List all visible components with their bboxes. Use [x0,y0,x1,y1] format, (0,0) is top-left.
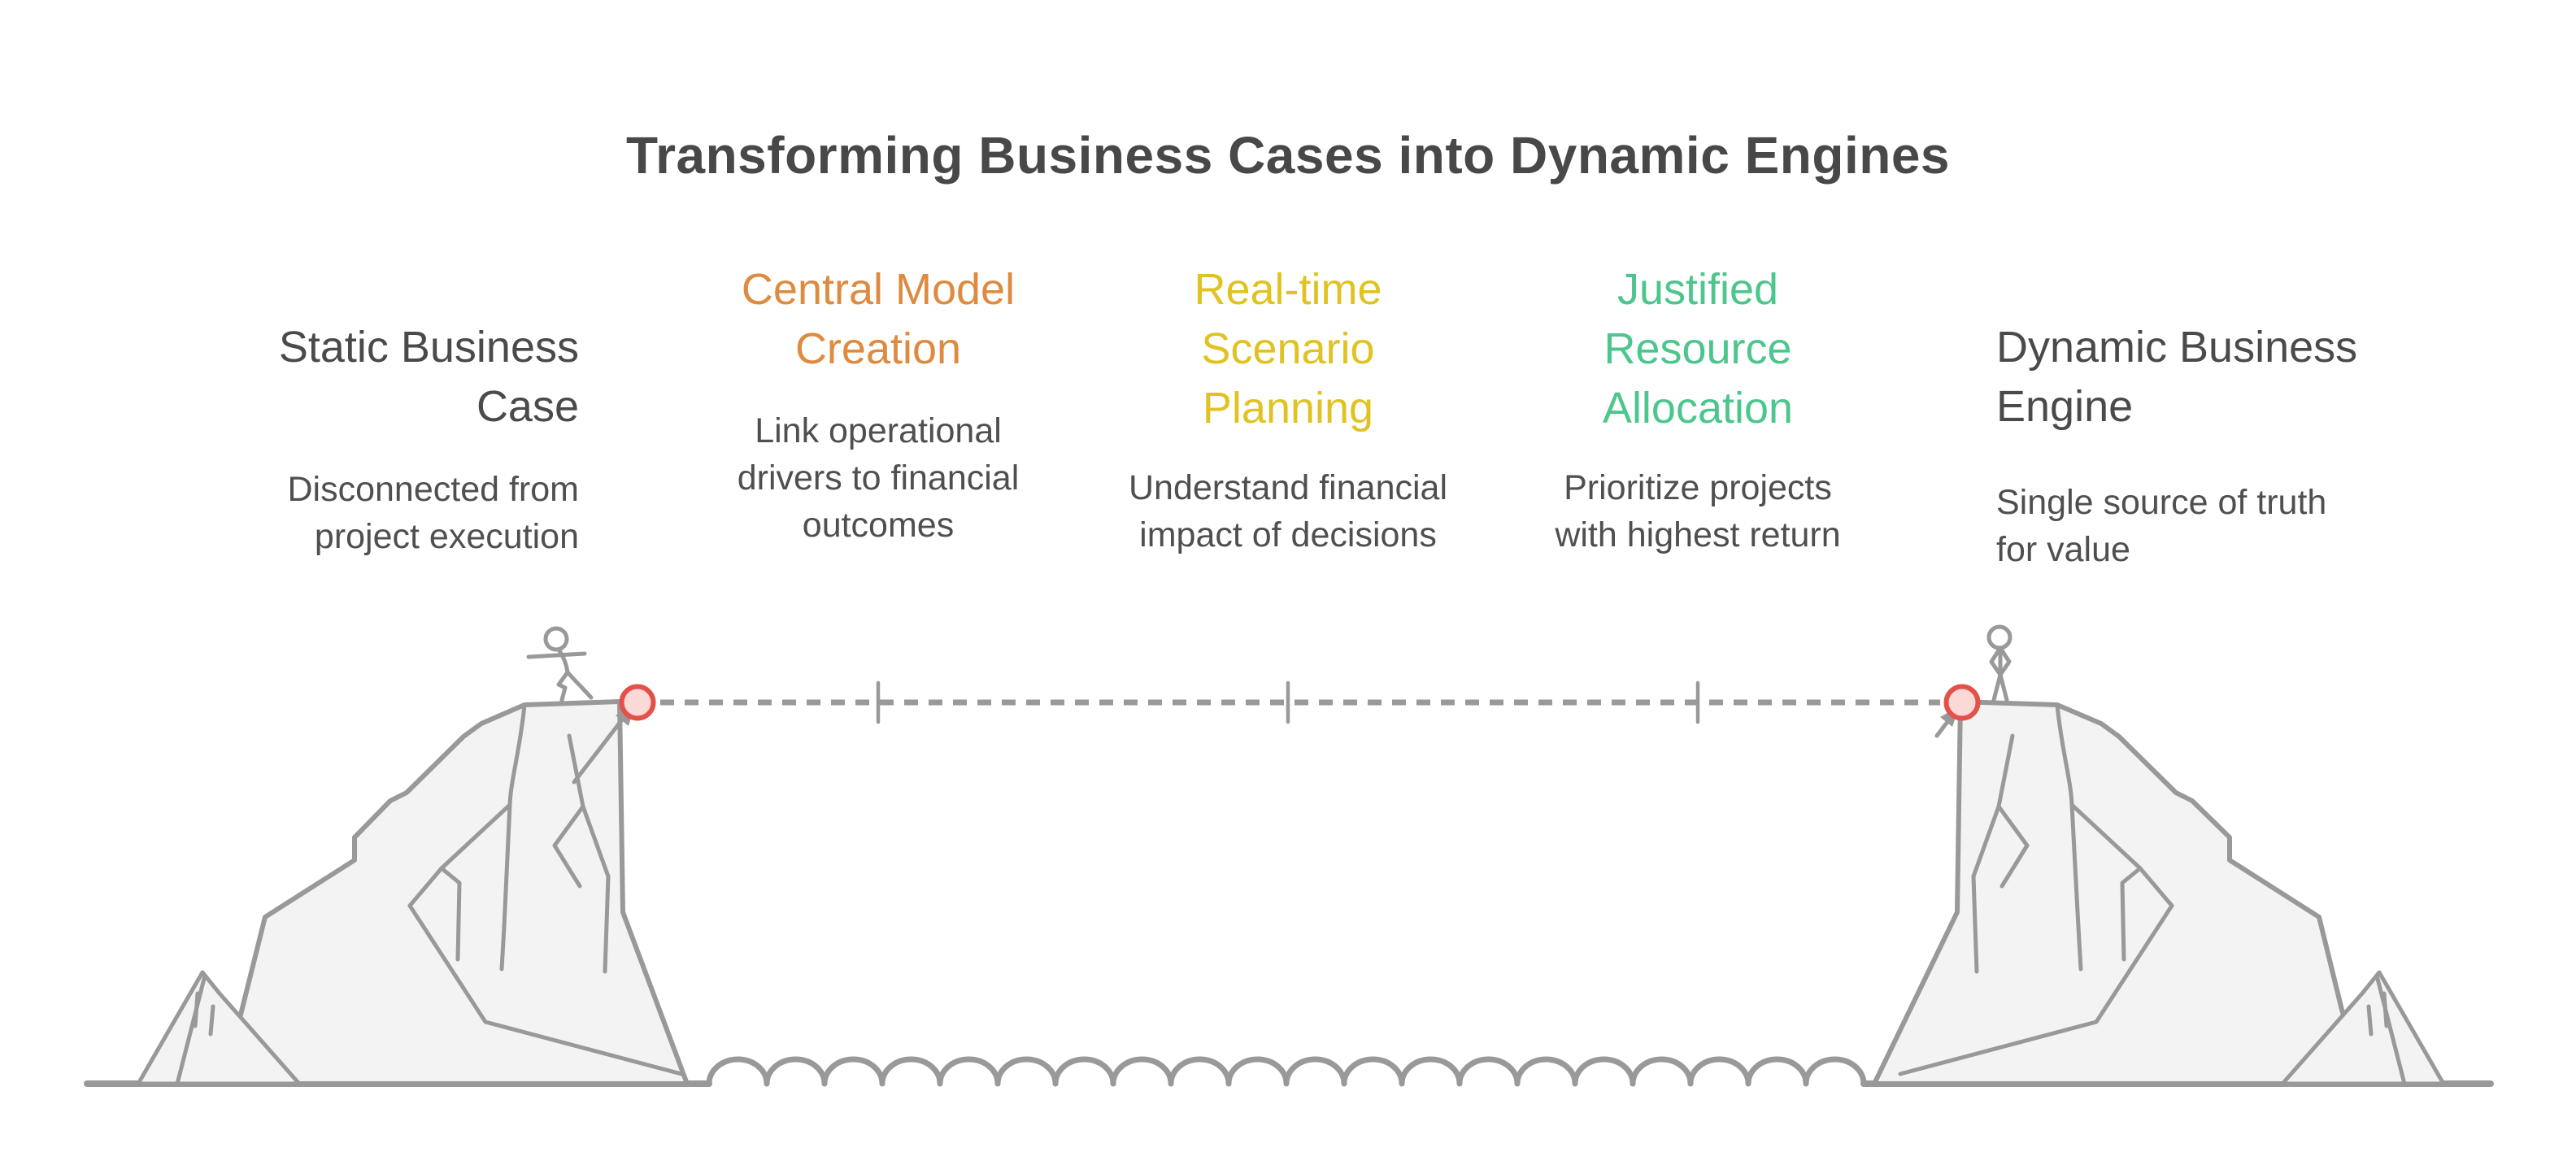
column-description: Understand financial impact of decisions [1128,468,1448,554]
stick-figure-climbing [526,626,594,702]
stick-figure-standing [1986,624,2012,702]
page-title: Transforming Business Cases into Dynamic… [626,126,1950,185]
left-foothill-cracks [175,973,215,1086]
water-wave-line [706,1056,1867,1087]
left-cliff [136,699,690,1086]
column-description: Disconnected from project execution [287,470,580,556]
left-cliff-facet-lines [407,702,684,1076]
right-cliff-outline [1872,699,2381,1086]
column-description: Single source of truth for value [1996,483,2327,569]
right-foothill-cracks [2366,973,2407,1086]
left-anchor-circle [619,684,656,721]
column-static-business-case: Static Business Case Disconnected from p… [189,0,579,618]
column-central-model-creation: Central Model Creation Link operational … [703,0,1053,618]
column-heading: Static Business Case [278,323,579,431]
right-anchor-circle [1943,684,1981,721]
column-description: Link operational drivers to financial ou… [737,411,1020,545]
column-dynamic-business-engine: Dynamic Business Engine Single source of… [1996,0,2387,618]
column-justified-resource-allocation: Justified Resource Allocation Prioritize… [1523,0,1873,618]
right-cliff [1872,699,2446,1086]
connector-tick-marks [876,680,1700,724]
left-foothill [136,970,302,1086]
column-real-time-scenario-planning: Real-time Scenario Planning Understand f… [1113,0,1463,618]
left-cliff-outline [211,699,690,1086]
right-foothill [2280,970,2446,1086]
column-heading: Real-time Scenario Planning [1194,265,1382,433]
column-heading: Justified Resource Allocation [1602,265,1794,433]
right-cliff-facet-lines [1898,702,2174,1076]
column-heading: Dynamic Business Engine [1996,323,2358,431]
column-heading: Central Model Creation [741,265,1016,373]
column-description: Prioritize projects with highest return [1555,468,1841,554]
